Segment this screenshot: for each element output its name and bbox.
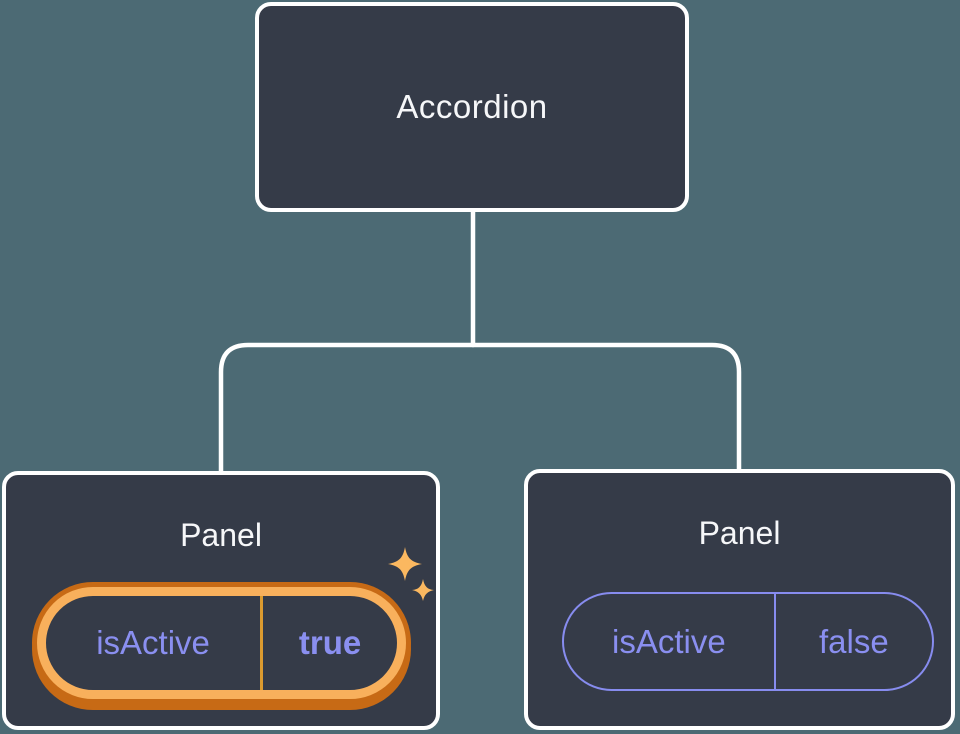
state-value: false (773, 594, 932, 689)
connector-branch (218, 342, 742, 475)
state-pill-highlighted: isActive true (37, 587, 406, 699)
state-pill-plain: isActive false (562, 592, 934, 691)
node-accordion: Accordion (255, 2, 689, 212)
sparkles (388, 547, 434, 601)
node-panel-label: Panel (698, 515, 781, 551)
sparkle-icon-large (388, 547, 422, 581)
node-accordion-label: Accordion (396, 88, 548, 125)
node-panel-active: Panel isActive true (2, 471, 440, 730)
node-panel-label: Panel (180, 517, 262, 553)
sparkle-icon-small (412, 579, 434, 601)
state-key: isActive (612, 622, 726, 660)
node-panel-inactive: Panel isActive false (524, 469, 955, 730)
state-key: isActive (96, 624, 210, 661)
state-value: true (260, 596, 397, 690)
